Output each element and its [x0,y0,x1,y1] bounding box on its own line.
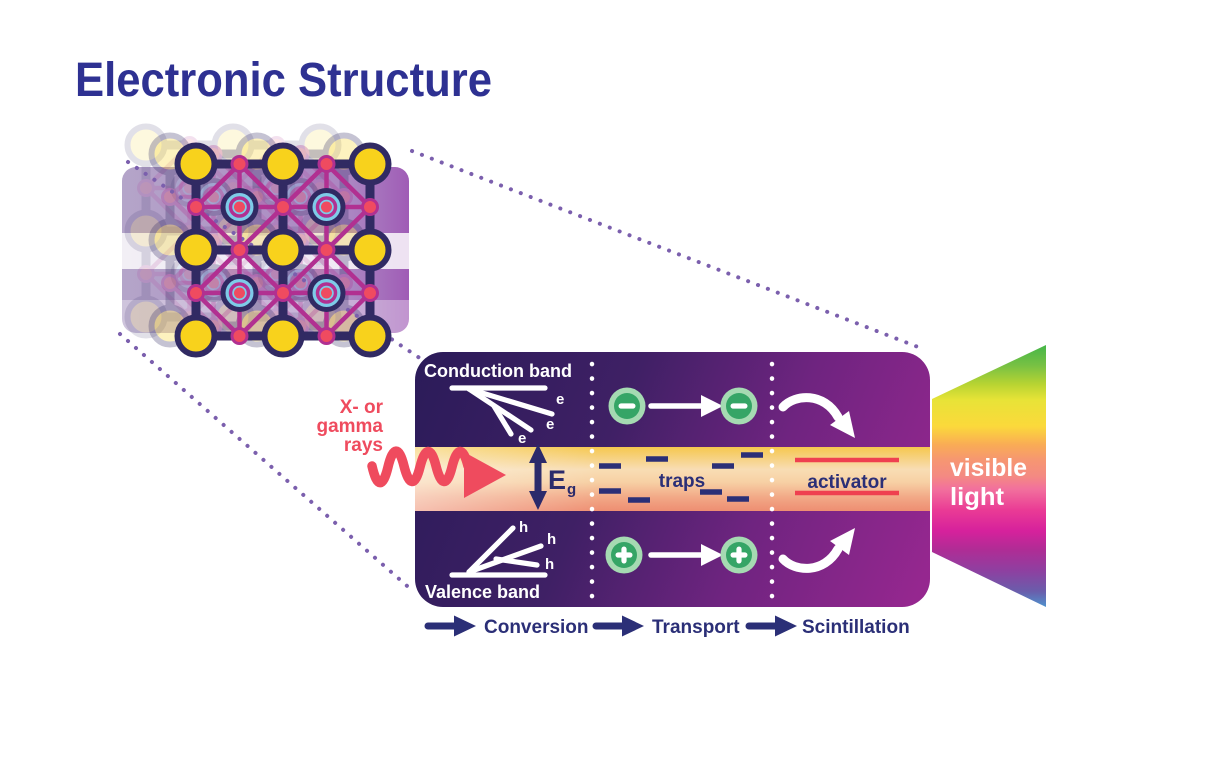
electron-label: e [546,416,554,433]
legend-arrow-icon [749,616,797,637]
gamma-ray-label-line3: rays [344,435,383,456]
legend-step-scintillation: Scintillation [802,617,910,638]
hole-icon [720,536,758,574]
visible-light-label-line2: light [950,483,1005,511]
hole-icon [605,536,643,574]
gamma-ray-wavy-arrow-icon [367,446,506,498]
activator-level-lines [795,457,899,496]
conduction-band-label: Conduction band [424,361,572,381]
hole-label: h [547,531,556,548]
conduction-band-cascade-diagram [449,385,555,437]
electron-relaxation-arrow-icon [778,393,855,438]
zoom-connector-line [410,149,920,349]
hole-relaxation-arrow-icon [778,528,855,573]
visible-light-cone: visible light [932,345,1046,607]
valence-band-label: Valence band [425,582,540,602]
process-legend: Conversion Transport Scintillation [428,616,910,639]
bandgap-label: E [548,465,566,495]
section-separators [589,361,775,601]
gamma-ray-label-line2: gamma [316,416,383,437]
valence-band-cascade-diagram [449,525,548,578]
traps-label: traps [659,471,705,492]
legend-step-transport: Transport [652,617,740,638]
trap-state-dashes [599,452,763,503]
activator-label: activator [807,472,887,493]
legend-arrow-icon [428,616,476,637]
crystal-lattice [178,146,389,355]
band-structure-panel: Conduction band e e e Valence band h h h… [415,352,930,607]
bandgap-arrow-icon [529,444,547,510]
hole-label: h [545,556,554,573]
zoom-connector-line [118,332,416,594]
electron-icon [720,387,758,425]
legend-arrow-icon [596,616,644,637]
gamma-ray-label-line1: X- or [340,397,384,418]
electron-label: e [518,430,526,447]
hole-label: h [519,519,528,536]
bandgap-label-subscript: g [567,481,576,498]
electron-label: e [556,391,564,408]
gamma-ray-group: X- or gamma rays [316,397,506,498]
legend-step-conversion: Conversion [484,617,589,638]
visible-light-label-line1: visible [950,454,1027,482]
page-title: Electronic Structure [75,54,492,107]
electron-icon [608,387,646,425]
